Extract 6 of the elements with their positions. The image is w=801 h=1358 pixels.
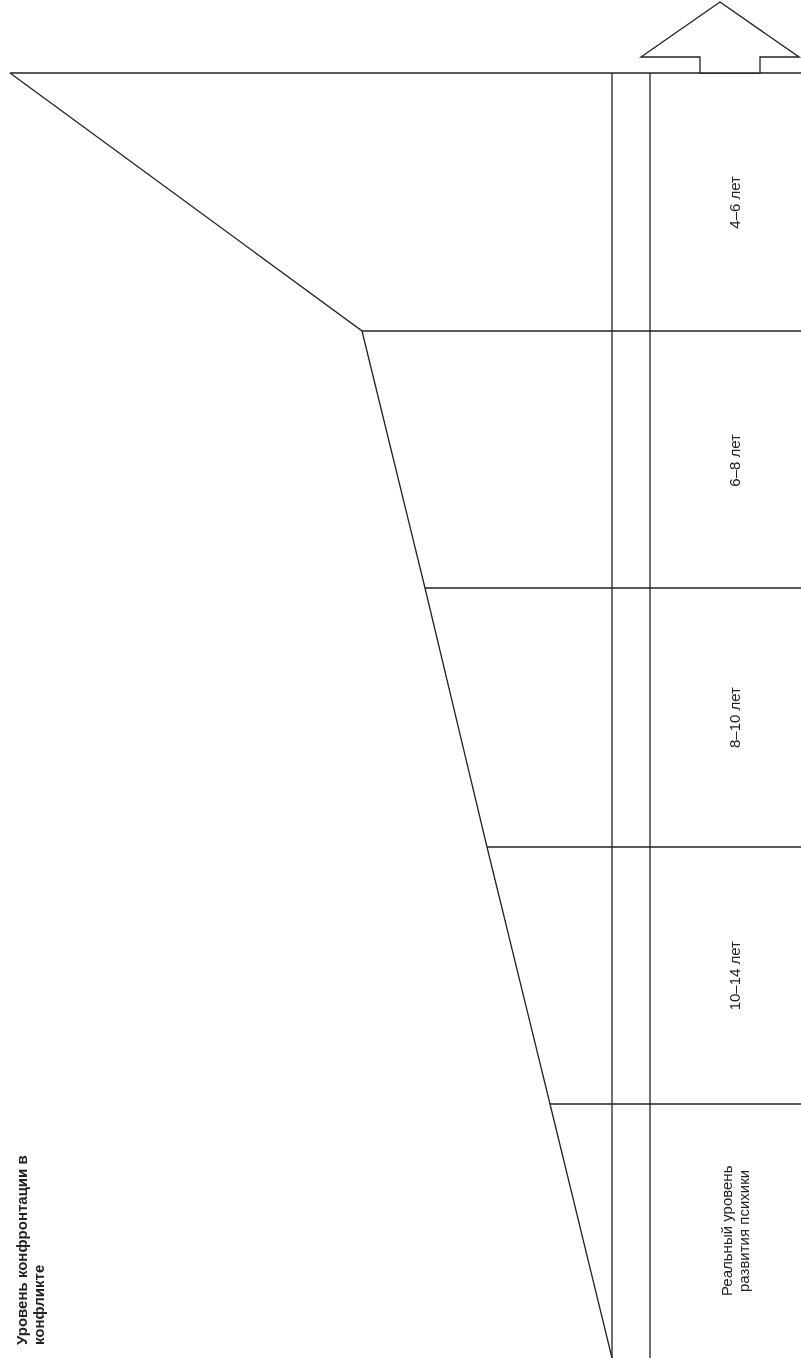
age-label: 4–6 лет xyxy=(726,175,744,229)
age-label: 10–14 лет xyxy=(726,941,744,1011)
age-label: Реальный уровень развития психики xyxy=(717,1164,753,1299)
age-label: 6–8 лет xyxy=(726,433,744,487)
axis-title: Уровень конфронтации в конфликте xyxy=(12,1154,48,1345)
age-label: 8–10 лет xyxy=(726,687,744,749)
